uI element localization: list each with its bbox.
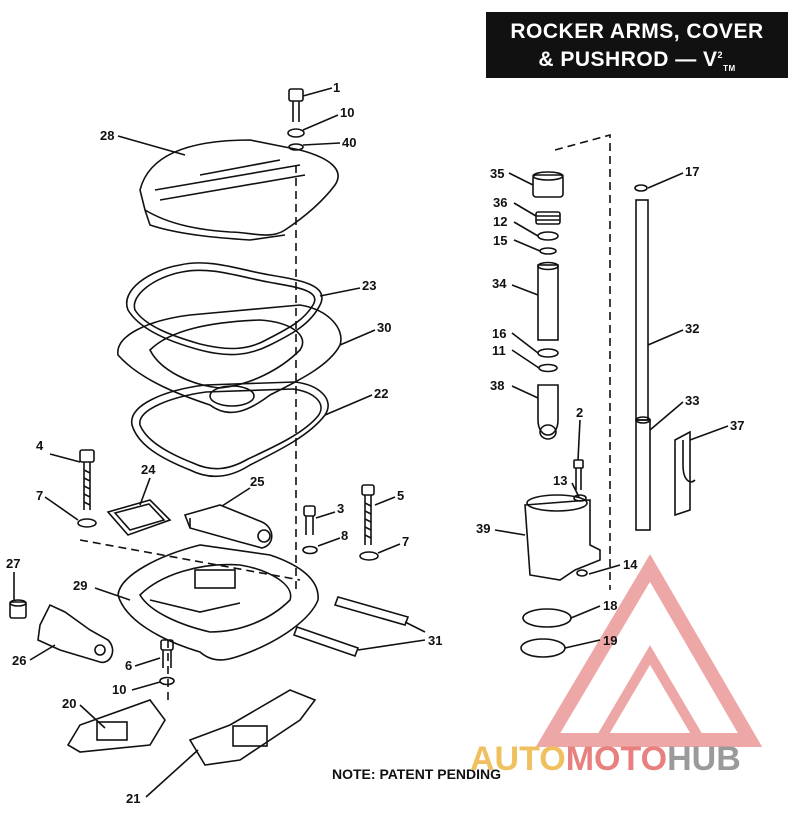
title-line-2: & PUSHROD — V2TM xyxy=(486,48,788,73)
callout-17: 17 xyxy=(685,164,699,179)
callout-24: 24 xyxy=(141,462,156,477)
callout-25: 25 xyxy=(250,474,264,489)
watermark-part-auto: AUTO xyxy=(470,740,566,778)
callout-3: 3 xyxy=(337,501,344,516)
callout-26: 26 xyxy=(12,653,26,668)
title-line-2-main: & PUSHROD — V xyxy=(538,48,718,71)
callout-2: 2 xyxy=(576,405,583,420)
callout-4: 4 xyxy=(36,438,44,453)
watermark-text: AUTOMOTOHUB xyxy=(470,740,741,779)
callout-23: 23 xyxy=(362,278,376,293)
callout-22: 22 xyxy=(374,386,388,401)
callout-7b: 7 xyxy=(402,534,409,549)
callout-36: 36 xyxy=(493,195,507,210)
callout-15: 15 xyxy=(493,233,507,248)
callout-8: 8 xyxy=(341,528,348,543)
callout-16: 16 xyxy=(492,326,506,341)
callout-29: 29 xyxy=(73,578,87,593)
callout-7: 7 xyxy=(36,488,43,503)
callout-19: 19 xyxy=(603,633,617,648)
title-superscript: 2 xyxy=(717,50,724,60)
callout-27: 27 xyxy=(6,556,20,571)
callout-37: 37 xyxy=(730,418,744,433)
callout-21: 21 xyxy=(126,791,140,806)
title-subscript: TM xyxy=(723,64,736,74)
callout-38: 38 xyxy=(490,378,504,393)
watermark-part-hub: HUB xyxy=(667,740,741,778)
title-line-1: ROCKER ARMS, COVER xyxy=(510,20,764,43)
callout-33: 33 xyxy=(685,393,699,408)
callout-5: 5 xyxy=(397,488,404,503)
callout-18: 18 xyxy=(603,598,617,613)
callout-40: 40 xyxy=(342,135,356,150)
callout-32: 32 xyxy=(685,321,699,336)
callout-11: 11 xyxy=(492,343,506,358)
callout-6: 6 xyxy=(125,658,132,673)
callout-34: 34 xyxy=(492,276,507,291)
callout-13: 13 xyxy=(553,473,567,488)
callout-12: 12 xyxy=(493,214,507,229)
callout-10: 10 xyxy=(340,105,354,120)
title-box: ROCKER ARMS, COVER & PUSHROD — V2TM xyxy=(486,12,788,78)
callout-28: 28 xyxy=(100,128,114,143)
callout-14: 14 xyxy=(623,557,638,572)
callout-30: 30 xyxy=(377,320,391,335)
callout-31: 31 xyxy=(428,633,442,648)
callout-10b: 10 xyxy=(112,682,126,697)
patent-note: NOTE: PATENT PENDING xyxy=(332,766,502,782)
watermark-part-moto: MOTO xyxy=(565,740,668,778)
callout-20: 20 xyxy=(62,696,76,711)
callout-39: 39 xyxy=(476,521,490,536)
callout-1: 1 xyxy=(333,80,340,95)
callout-35: 35 xyxy=(490,166,504,181)
